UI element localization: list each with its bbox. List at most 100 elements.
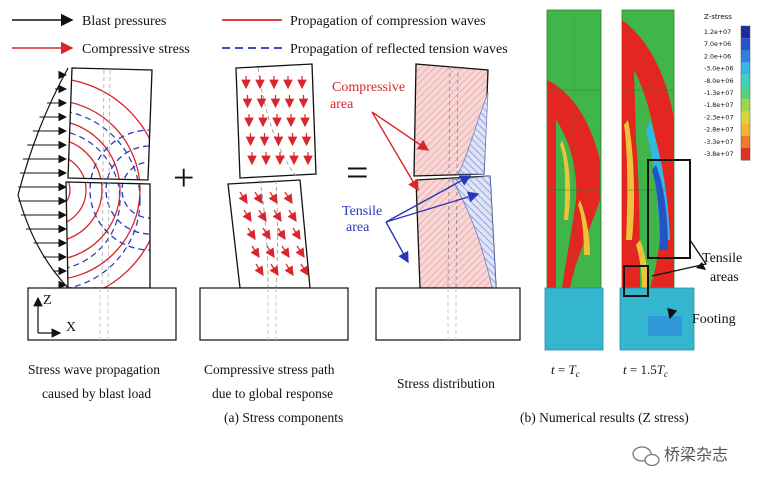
tensile-areas-label-2: areas [710,270,739,285]
time-label-2: t = 1.5Tc [623,362,668,379]
caption-b: (b) Numerical results (Z stress) [520,410,689,425]
compressive-stress-arrows [238,76,313,277]
caption-panel-1-line-1: Stress wave propagation [28,362,160,377]
svg-text:t = Tc: t = Tc [551,362,580,379]
caption-panel-3: Stress distribution [397,376,495,391]
panel-compressive-path [199,63,349,341]
colorbar-tick-label: 1.2e+07 [704,29,731,36]
watermark: 桥梁杂志 [632,445,728,467]
tensile-pointer-2 [385,191,480,223]
compression-wave-arc [66,182,103,243]
compressive-stress-arrow [272,209,282,223]
compressive-stress-arrow [246,227,256,241]
compressive-stress-arrow [276,227,286,241]
colorbar-title: Z-stress [704,13,732,21]
legend: Blast pressures Compressive stress Propa… [12,13,508,57]
colorbar-swatch [741,123,750,136]
tension-wave-arc [66,182,121,271]
compressive-stress-arrow [268,191,278,205]
tensile-pointer-3 [385,221,409,264]
footing-pointer [667,307,678,320]
time-2-eq: = 1.5 [627,362,657,377]
colorbar-tick-label: -2.8e+07 [704,127,733,134]
compressive-stress-arrow [253,191,263,205]
tensile-areas-pointer [651,239,708,277]
legend-compression-waves-label: Propagation of compression waves [290,14,486,29]
compressive-stress-arrow [295,245,305,259]
colorbar-tick-label: 2.0e+06 [704,53,731,60]
footing-block-2 [199,287,349,341]
compression-wave-arc [66,182,71,211]
compressive-stress-arrow [254,263,264,277]
panel-stress-distribution: Compressive area Tensile area [330,63,521,341]
colorbar-tick-label: -1.8e+07 [704,102,733,109]
fem-result-t2 [619,9,708,351]
tensile-area-label-2: area [346,220,370,235]
colorbar-tick-label: -3.3e+07 [704,139,733,146]
watermark-text: 桥梁杂志 [664,445,728,464]
compressive-stress-arrow [291,227,301,241]
compressive-stress-arrow [287,209,297,223]
tensile-zone-top [457,91,489,175]
time-2-t: t [623,362,627,377]
legend-tension-waves-label: Propagation of reflected tension waves [290,42,508,57]
compressive-stress-arrow [284,263,294,277]
colorbar-swatch [741,87,750,100]
colorbar-swatch [741,38,750,51]
colorbar-tick-label: -2.3e+07 [704,114,733,121]
compression-wave-arc [68,169,71,180]
fem-footing-tension-zone [648,316,682,336]
tensile-area-label-1: Tensile [342,204,382,219]
compression-wave-arc [66,182,121,261]
compressive-stress-arrow [269,263,279,277]
colorbar-tick-label: -8.0e+06 [704,78,733,85]
plus-sign: + [173,157,194,199]
caption-panel-2-line-1: Compressive stress path [204,362,335,377]
colorbar-swatch [741,50,750,63]
compressive-stress-arrow [265,245,275,259]
z-axis-label: Z [43,293,52,308]
colorbar-swatch [741,62,750,75]
colorbar-swatch [741,26,750,39]
compressive-stress-arrow [238,191,248,205]
compression-wave-arc [66,182,87,227]
colorbar-tick-label: -1.3e+07 [704,90,733,97]
compressive-area-label-1: Compressive [332,80,405,95]
tensile-highlight-box-2 [623,265,649,297]
tensile-areas-label-1: Tensile [702,251,742,266]
compressive-stress-arrow [257,209,267,223]
caption-a: (a) Stress components [224,410,343,425]
column-top-segment [67,67,153,181]
compressive-area-label-2: area [330,97,354,112]
caption-panel-1-line-2: caused by blast load [42,386,151,401]
tension-wave-arc [66,182,141,288]
legend-compressive-label: Compressive stress [82,42,190,57]
time-1-sub: c [576,369,580,379]
wechat-icon [632,446,660,467]
colorbar-tick-label: -3.8e+07 [704,151,733,158]
column-bottom-segment-2 [227,179,311,289]
compressive-stress-arrow [242,209,252,223]
time-1-eq: = [555,362,569,377]
compressive-stress-arrow [299,263,309,277]
fem-result-t1 [544,9,604,351]
svg-text:t = 1.5Tc: t = 1.5Tc [623,362,668,379]
column-top-segment-2 [235,63,317,179]
tensile-pointer-1 [385,175,472,223]
fem-footing-1 [544,287,604,351]
colorbar-tick-label: 7.0e+06 [704,41,731,48]
column-bottom-waves [66,182,150,288]
time-1-T: T [568,362,576,377]
compressive-pointer-1 [371,111,430,151]
blast-envelope [17,67,69,289]
colorbar-swatch [741,111,750,124]
blast-arrows [18,70,68,290]
time-2-T: T [657,362,665,377]
time-1-t: t [551,362,555,377]
compressive-pointer-2 [371,111,419,192]
colorbar-swatch [741,135,750,148]
compressive-stress-arrow [280,245,290,259]
time-label-1: t = Tc [551,362,580,379]
